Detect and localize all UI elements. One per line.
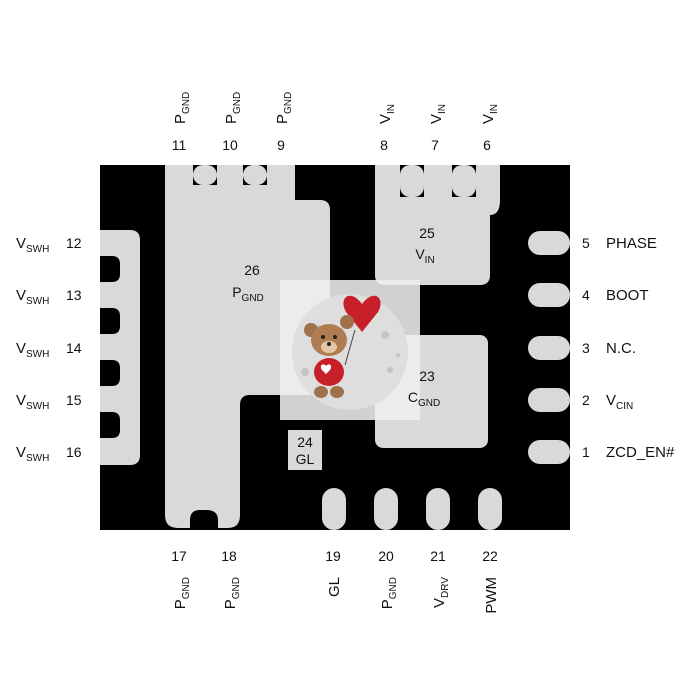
pin-19-number: 19	[325, 548, 341, 564]
pad-23-number: 23	[419, 368, 435, 384]
pin-16-name: VSWH	[16, 444, 49, 464]
pin-12-name: VSWH	[16, 235, 49, 255]
pgnd-pad-26	[165, 165, 330, 528]
pin-15-number: 15	[66, 392, 82, 408]
right-pin-labels: 5 4 3 2 1 PHASE BOOT N.C. VCIN ZCD_EN#	[582, 235, 675, 461]
gl-pad-24	[288, 430, 322, 470]
pad-25-number: 25	[419, 225, 435, 241]
pin-16-number: 16	[66, 444, 82, 460]
pin-7-name: VIN	[428, 104, 448, 124]
bottom-pin-fingers	[322, 488, 502, 530]
pin-21-number: 21	[430, 548, 446, 564]
pin-20-number: 20	[378, 548, 394, 564]
pin-10-name: PGND	[223, 92, 243, 124]
pin-22-name: PWM	[483, 577, 500, 614]
pin-14-number: 14	[66, 340, 82, 356]
pin-3-name: N.C.	[606, 340, 636, 357]
pin-8-name: VIN	[377, 104, 397, 124]
top-pin-fingers	[193, 165, 476, 197]
pin-3-number: 3	[582, 340, 590, 356]
vin-pad-25	[375, 165, 500, 285]
pin-18-number: 18	[221, 548, 237, 564]
pin-15-name: VSWH	[16, 392, 49, 412]
pin-8-number: 8	[380, 137, 388, 153]
pad-25-label: VIN	[415, 246, 434, 266]
teddy-bear-overlay	[280, 280, 420, 420]
pad-24-label: GL	[296, 451, 315, 467]
pin-17-name: PGND	[172, 577, 192, 609]
left-vswh-pad	[100, 230, 140, 465]
pin-5-number: 5	[582, 235, 590, 251]
pin-17-number: 17	[171, 548, 187, 564]
pin-20-name: PGND	[379, 577, 399, 609]
pin-21-name: VDRV	[431, 577, 451, 608]
pin-11-name: PGND	[172, 92, 192, 124]
pad-23-label: CGND	[408, 389, 440, 409]
pin-9-name: PGND	[274, 92, 294, 124]
pin-4-number: 4	[582, 287, 590, 303]
pad-26-number: 26	[244, 262, 260, 278]
pin-22-number: 22	[482, 548, 498, 564]
pin-19-name: GL	[326, 577, 343, 597]
bottom-pin-labels: 17 18 19 20 21 22 PGND PGND GL PGND VDRV…	[171, 548, 500, 614]
pin-2-number: 2	[582, 392, 590, 408]
pin-14-name: VSWH	[16, 340, 49, 360]
left-pin-labels: VSWH VSWH VSWH VSWH VSWH 12 13 14 15 16	[16, 235, 82, 464]
pin-6-name: VIN	[480, 104, 500, 124]
right-pin-fingers	[528, 231, 570, 464]
pin-2-name: VCIN	[606, 392, 633, 412]
pin-10-number: 10	[222, 137, 238, 153]
pin-4-name: BOOT	[606, 287, 649, 304]
pin-1-number: 1	[582, 444, 590, 460]
pin-13-name: VSWH	[16, 287, 49, 307]
pin-18-name: PGND	[222, 577, 242, 609]
top-pin-labels: 11 10 9 8 7 6 PGND PGND PGND VIN VIN VIN	[172, 92, 500, 153]
pin-1-name: ZCD_EN#	[606, 444, 675, 461]
pad-24-number: 24	[297, 434, 313, 450]
pin-11-number: 11	[172, 137, 187, 153]
pin-5-name: PHASE	[606, 235, 657, 252]
pin-7-number: 7	[431, 137, 439, 153]
pin-13-number: 13	[66, 287, 82, 303]
pin-12-number: 12	[66, 235, 82, 251]
pin-6-number: 6	[483, 137, 491, 153]
pad-26-label: PGND	[232, 284, 264, 304]
pin-9-number: 9	[277, 137, 285, 153]
